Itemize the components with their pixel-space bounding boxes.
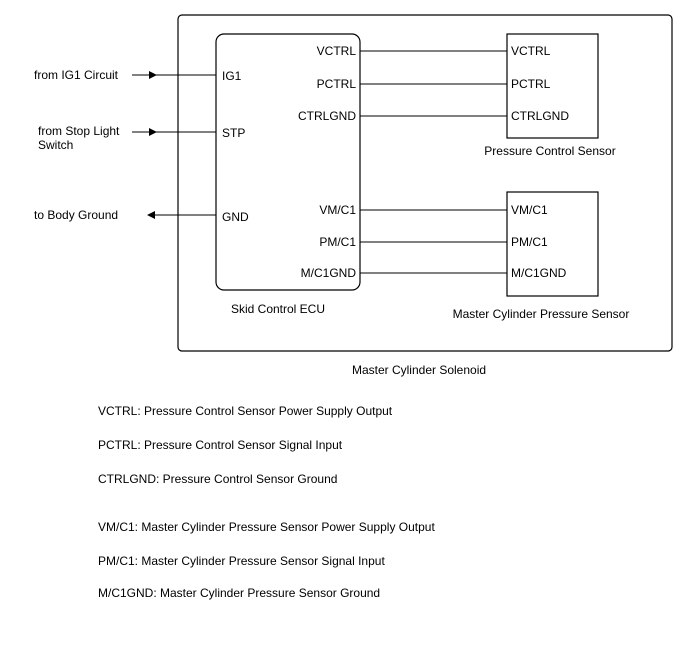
pcs-pin-ctrlgnd: CTRLGND bbox=[511, 109, 569, 123]
pcs-pin-pctrl: PCTRL bbox=[511, 77, 551, 91]
master-cylinder-pressure-sensor-label: Master Cylinder Pressure Sensor bbox=[453, 307, 630, 321]
ecu-pin-gnd: GND bbox=[222, 210, 249, 224]
gnd-target-label: to Body Ground bbox=[34, 208, 118, 222]
master-cylinder-pressure-sensor-box bbox=[506, 191, 599, 297]
pcs-pin-vctrl: VCTRL bbox=[511, 44, 551, 58]
ecu-pin-pmc1: PM/C1 bbox=[319, 235, 356, 249]
ecu-pin-pctrl: PCTRL bbox=[317, 77, 357, 91]
mcps-pin-pmc1: PM/C1 bbox=[511, 235, 548, 249]
ecu-box bbox=[215, 33, 361, 291]
solenoid-label: Master Cylinder Solenoid bbox=[352, 363, 486, 377]
solenoid-box bbox=[177, 14, 673, 352]
mcps-pin-vmc1: VM/C1 bbox=[511, 203, 548, 217]
ecu-pin-ig1: IG1 bbox=[222, 69, 242, 83]
pressure-control-sensor-box bbox=[506, 33, 599, 139]
legend-pmc1: PM/C1: Master Cylinder Pressure Sensor S… bbox=[98, 554, 385, 568]
legend-mc1gnd: M/C1GND: Master Cylinder Pressure Sensor… bbox=[98, 586, 381, 600]
ecu-label: Skid Control ECU bbox=[231, 302, 325, 316]
stp-source-label-line2: Switch bbox=[38, 138, 73, 152]
ecu-pin-stp: STP bbox=[222, 126, 245, 140]
ecu-pin-mc1gnd: M/C1GND bbox=[301, 266, 357, 280]
pressure-control-sensor-label: Pressure Control Sensor bbox=[484, 144, 615, 158]
legend-pctrl: PCTRL: Pressure Control Sensor Signal In… bbox=[98, 438, 343, 452]
ecu-pin-vmc1: VM/C1 bbox=[319, 203, 356, 217]
legend-ctrlgnd: CTRLGND: Pressure Control Sensor Ground bbox=[98, 472, 338, 486]
legend-vmc1: VM/C1: Master Cylinder Pressure Sensor P… bbox=[98, 520, 435, 534]
ecu-pin-ctrlgnd: CTRLGND bbox=[298, 109, 356, 123]
stp-source-label-line1: from Stop Light bbox=[38, 124, 120, 138]
ig1-source-label: from IG1 Circuit bbox=[34, 68, 119, 82]
legend-vctrl: VCTRL: Pressure Control Sensor Power Sup… bbox=[98, 404, 393, 418]
mcps-pin-mc1gnd: M/C1GND bbox=[511, 266, 567, 280]
ecu-pin-vctrl: VCTRL bbox=[317, 44, 357, 58]
